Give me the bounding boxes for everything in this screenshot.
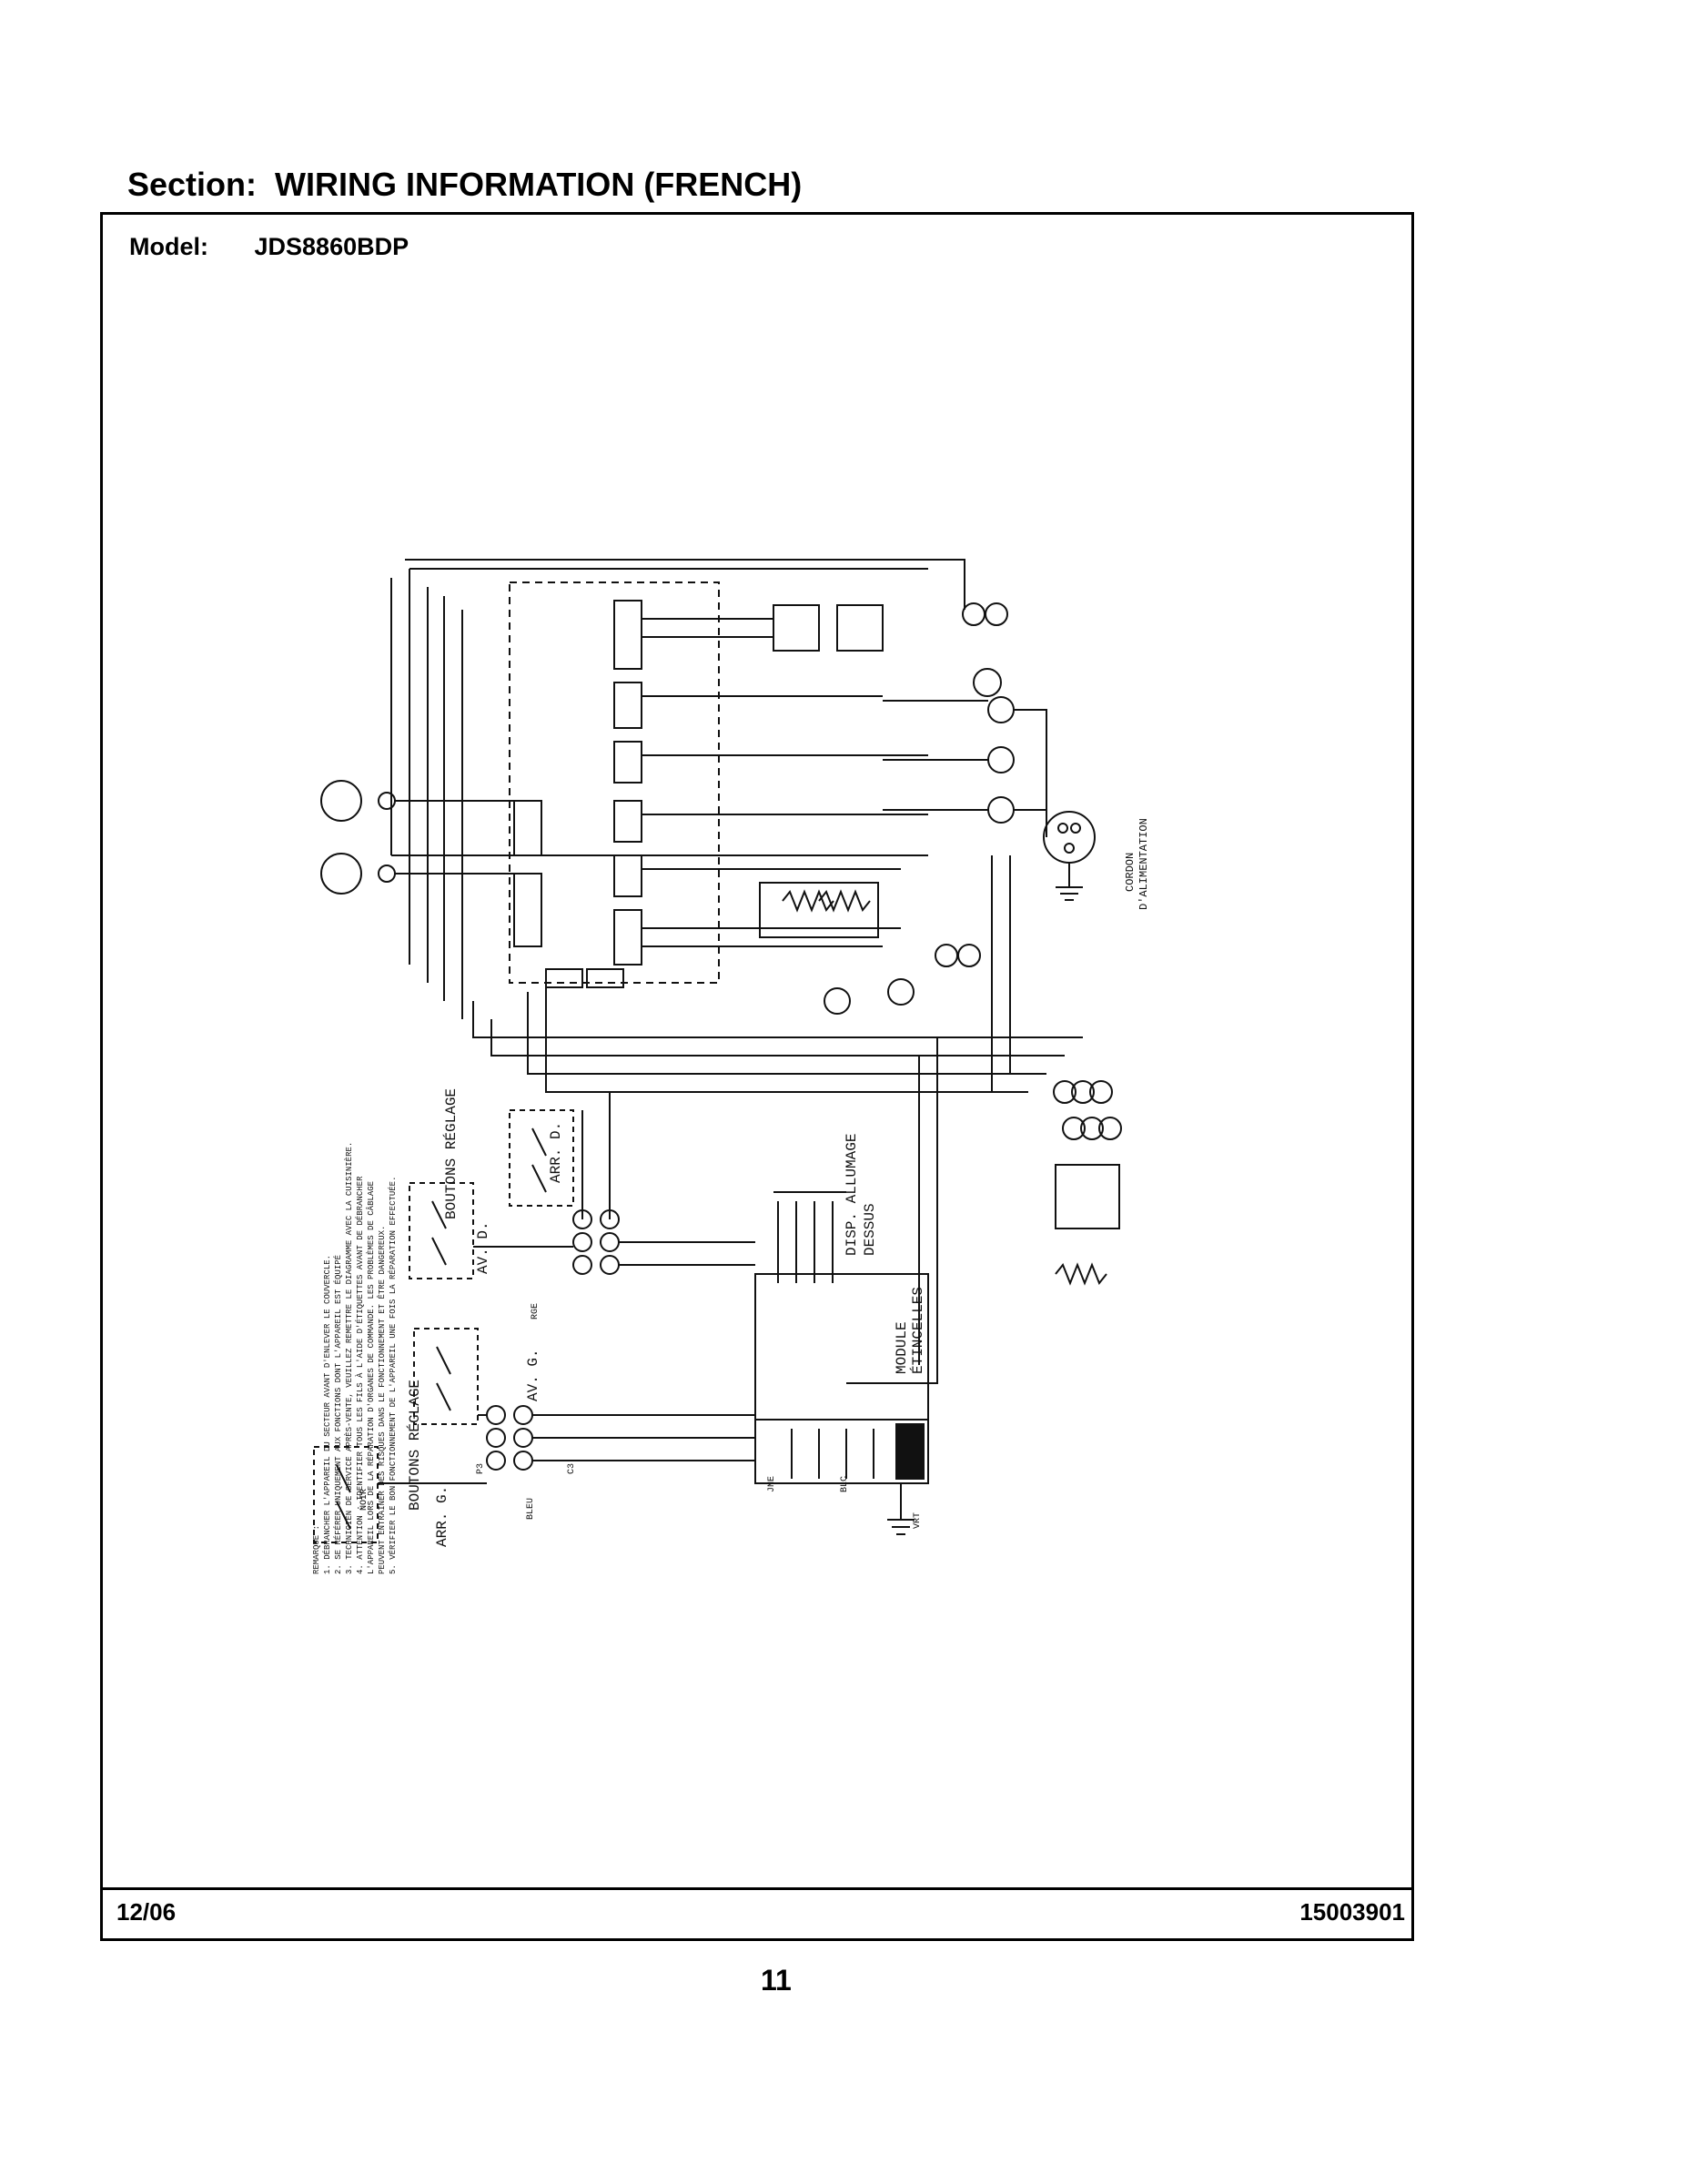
section-value: WIRING INFORMATION (FRENCH): [275, 166, 803, 203]
section-title: Section: WIRING INFORMATION (FRENCH): [127, 166, 802, 204]
label-cordon: CORDON: [1124, 853, 1137, 892]
label-disp-allumage: DISP. ALLUMAGE: [844, 1134, 860, 1256]
wire-label-vrt: VRT: [913, 1512, 923, 1529]
label-etincelles: ÉTINCELLES: [909, 1287, 926, 1374]
label-dessus: DESSUS: [862, 1203, 878, 1256]
note-item: 1. DÉBRANCHER L'APPAREIL DU SECTEUR AVAN…: [322, 1255, 332, 1574]
section-label: Section:: [127, 166, 258, 203]
label-av-d: AV. D.: [475, 1221, 491, 1274]
connector-c3: C3: [567, 1463, 577, 1474]
note-item: L'APPAREIL LORS DE LA RÉPARATION D'ORGAN…: [366, 1181, 376, 1574]
page-number: 11: [761, 1964, 792, 1997]
label-boutons-reglage-right: BOUTONS RÉGLAGE: [442, 1088, 460, 1219]
label-boutons-reglage-left: BOUTONS RÉGLAGE: [406, 1380, 423, 1511]
wire-label-jne: JNE: [767, 1476, 777, 1492]
note-item: PEUVENT ENTRAÎNER DES RISQUES DANS LE FO…: [377, 1226, 387, 1574]
label-arr-g: ARR. G.: [434, 1486, 450, 1547]
model-line: Model: JDS8860BDP: [129, 233, 409, 261]
note-item: 3. TECHNICIEN DE SERVICE APRÈS-VENTE, VE…: [344, 1142, 354, 1574]
wiring-diagram: REMARQUE : 1. DÉBRANCHER L'APPAREIL DU S…: [300, 528, 1165, 1606]
wiring-diagram-svg: REMARQUE : 1. DÉBRANCHER L'APPAREIL DU S…: [312, 559, 1150, 1574]
label-av-g: AV. G.: [525, 1349, 541, 1401]
note-item: 5. VÉRIFIER LE BON FONCTIONNEMENT DE L'A…: [388, 1177, 398, 1574]
footer-date: 12/06: [116, 1898, 177, 1926]
notes-heading: REMARQUE :: [312, 1525, 321, 1574]
label-arr-d: ARR. D.: [548, 1122, 564, 1183]
note-item: 4. ATTENTION : IDENTIFIER TOUS LES FILS …: [355, 1176, 365, 1574]
wire-label-blc: BLC: [840, 1476, 850, 1492]
label-module: MODULE: [894, 1321, 910, 1374]
footer-rule: [100, 1887, 1414, 1890]
wire-label-noir: NOIR: [359, 1489, 369, 1511]
wire-label-bleu: BLEU: [526, 1498, 536, 1520]
footer-doc-number: 15003901: [1299, 1898, 1405, 1926]
model-label: Model:: [129, 233, 208, 260]
content-frame: [100, 212, 1414, 1941]
label-alimentation: D'ALIMENTATION: [1137, 818, 1150, 910]
note-item: 2. SE RÉFÉRER UNIQUEMENT AUX FONCTIONS D…: [333, 1255, 343, 1574]
wire-label-rge: RGE: [531, 1303, 541, 1320]
connector-p3: P3: [476, 1463, 486, 1474]
model-value: JDS8860BDP: [254, 233, 409, 260]
